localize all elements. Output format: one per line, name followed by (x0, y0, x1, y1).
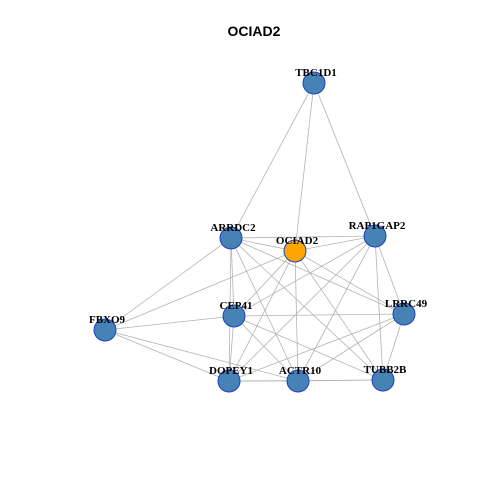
node-label-tubb2b: TUBB2B (364, 364, 407, 376)
edge-rap1gap2-actr10 (297, 235, 376, 382)
edge-tbc1d1-arrdc2 (230, 82, 315, 239)
edge-layer (104, 82, 405, 382)
edge-arrdc2-actr10 (230, 237, 299, 382)
edge-fbxo9-cep41 (104, 315, 235, 331)
node-label-actr10: ACTR10 (279, 365, 322, 377)
edge-ociad2-tubb2b (294, 250, 384, 381)
node-circle-cep41[interactable] (222, 304, 246, 328)
edge-ociad2-fbxo9 (104, 250, 296, 331)
edge-fbxo9-dopey1 (104, 329, 230, 382)
node-fbxo9[interactable]: FBXO9 (89, 314, 126, 342)
node-label-arrdc2: ARRDC2 (210, 222, 256, 234)
node-circle-arrdc2[interactable] (219, 226, 243, 250)
node-arrdc2[interactable]: ARRDC2 (210, 222, 256, 250)
edge-lrrc49-tubb2b (382, 313, 405, 381)
edge-fbxo9-actr10 (104, 329, 299, 382)
node-circle-tbc1d1[interactable] (302, 71, 326, 95)
edge-arrdc2-tubb2b (230, 237, 384, 381)
edge-lrrc49-actr10 (297, 313, 405, 382)
node-label-dopey1: DOPEY1 (209, 365, 253, 377)
edge-ociad2-cep41 (233, 250, 296, 317)
edge-actr10-tubb2b (297, 379, 384, 382)
node-label-fbxo9: FBXO9 (89, 314, 126, 326)
figure-title: OCIAD2 (228, 23, 281, 39)
edge-lrrc49-dopey1 (228, 313, 405, 382)
node-circle-dopey1[interactable] (217, 369, 241, 393)
edge-cep41-actr10 (233, 315, 299, 382)
node-dopey1[interactable]: DOPEY1 (209, 365, 253, 393)
node-circle-actr10[interactable] (286, 369, 310, 393)
edge-tbc1d1-ociad2 (294, 82, 315, 252)
node-circle-ociad2[interactable] (283, 239, 307, 263)
edge-ociad2-actr10 (294, 250, 299, 382)
node-circle-fbxo9[interactable] (93, 318, 117, 342)
node-label-rap1gap2: RAP1GAP2 (349, 220, 406, 232)
node-circle-lrrc49[interactable] (392, 302, 416, 326)
edge-rap1gap2-cep41 (233, 235, 376, 317)
edge-tbc1d1-rap1gap2 (313, 82, 376, 237)
node-lrrc49[interactable]: LRRC49 (385, 298, 428, 326)
node-cep41[interactable]: CEP41 (220, 300, 253, 328)
node-label-tbc1d1: TBC1D1 (295, 67, 337, 79)
node-circle-tubb2b[interactable] (371, 368, 395, 392)
node-ociad2[interactable]: OCIAD2 (276, 235, 319, 263)
edge-cep41-tubb2b (233, 315, 384, 381)
edge-ociad2-rap1gap2 (294, 235, 376, 252)
node-tbc1d1[interactable]: TBC1D1 (295, 67, 337, 95)
node-circle-rap1gap2[interactable] (363, 224, 387, 248)
edge-ociad2-lrrc49 (294, 250, 405, 315)
edge-arrdc2-lrrc49 (230, 237, 405, 315)
edge-rap1gap2-lrrc49 (374, 235, 405, 315)
node-actr10[interactable]: ACTR10 (279, 365, 322, 393)
node-label-ociad2: OCIAD2 (276, 235, 319, 247)
edge-arrdc2-rap1gap2 (230, 235, 376, 239)
node-tubb2b[interactable]: TUBB2B (364, 364, 407, 392)
edge-arrdc2-fbxo9 (104, 237, 232, 331)
node-rap1gap2[interactable]: RAP1GAP2 (349, 220, 406, 248)
edge-rap1gap2-dopey1 (228, 235, 376, 382)
node-label-lrrc49: LRRC49 (385, 298, 428, 310)
edge-lrrc49-cep41 (233, 313, 405, 317)
node-label-cep41: CEP41 (220, 300, 253, 312)
edge-rap1gap2-tubb2b (374, 235, 384, 381)
